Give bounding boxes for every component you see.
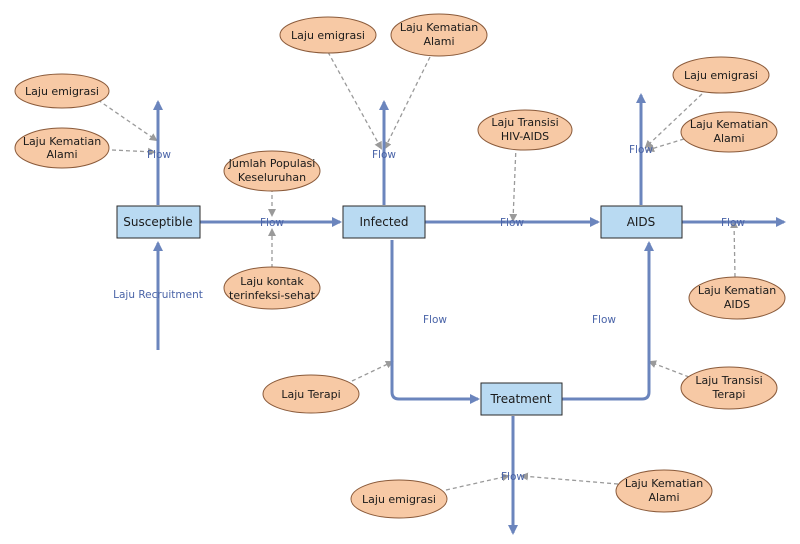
link-s-kematian [111,147,156,156]
svg-text:Laju Transisi: Laju Transisi [695,374,762,387]
svg-text:terinfeksi-sehat: terinfeksi-sehat [229,289,316,302]
svg-text:Alami: Alami [423,35,454,48]
svg-text:Alami: Alami [713,132,744,145]
svg-text:Laju emigrasi: Laju emigrasi [362,493,436,506]
aux-transisi-hiv[interactable]: Laju Transisi HIV-AIDS [477,109,573,151]
aux-terapi[interactable]: Laju Terapi [262,374,360,414]
svg-text:Laju Kematian: Laju Kematian [690,118,768,131]
flow-label-infected-out: Flow [372,149,396,161]
svg-text:Laju Kematian: Laju Kematian [23,135,101,148]
svg-text:Laju Transisi: Laju Transisi [491,116,558,129]
link-i-kematian [384,56,431,150]
flow-label-recruitment: Laju Recruitment [113,289,203,301]
flow-label-aids-out-up: Flow [629,144,653,156]
flow-treatment-aids [562,241,654,401]
aux-transisi-terapi[interactable]: Laju Transisi Terapi [680,366,778,410]
aux-a-kematian[interactable]: Laju Kematian Alami [680,111,778,153]
svg-text:HIV-AIDS: HIV-AIDS [501,130,549,143]
svg-text:Keseluruhan: Keseluruhan [238,171,306,184]
svg-text:Laju kontak: Laju kontak [240,275,304,288]
flow-label-aids-out-right: Flow [721,217,745,229]
svg-text:AIDS: AIDS [724,298,750,311]
svg-text:Alami: Alami [46,148,77,161]
flow-label-susceptible-out: Flow [147,149,171,161]
svg-text:Laju emigrasi: Laju emigrasi [684,69,758,82]
svg-text:Laju Terapi: Laju Terapi [281,388,340,401]
flow-infected-treatment [390,240,480,404]
link-s-emigrasi [97,99,158,142]
aux-i-emigrasi[interactable]: Laju emigrasi [279,16,377,54]
svg-text:Terapi: Terapi [712,388,746,401]
aux-populasi[interactable]: Jumlah Populasi Keseluruhan [223,150,321,192]
svg-text:Jumlah Populasi: Jumlah Populasi [228,157,316,170]
aux-i-kematian[interactable]: Laju Kematian Alami [390,13,488,57]
link-kematian-aids [730,220,739,278]
stock-infected[interactable]: Infected [342,205,426,239]
aux-kontak[interactable]: Laju kontak terinfeksi-sehat [223,266,321,310]
aux-a-emigrasi[interactable]: Laju emigrasi [672,56,770,94]
aux-t-kematian[interactable]: Laju Kematian Alami [615,469,713,513]
link-transisi-hiv [509,145,518,222]
svg-text:Susceptible: Susceptible [123,215,192,229]
svg-text:Infected: Infected [359,215,408,229]
link-t-emigrasi [445,473,510,491]
stock-susceptible[interactable]: Susceptible [116,205,201,239]
aux-t-emigrasi[interactable]: Laju emigrasi [350,479,448,519]
stock-aids[interactable]: AIDS [600,205,683,239]
aux-s-kematian[interactable]: Laju Kematian Alami [14,127,110,169]
link-i-emigrasi [327,51,382,150]
stock-treatment[interactable]: Treatment [480,382,563,416]
svg-text:Laju Kematian: Laju Kematian [698,284,776,297]
flow-label-susceptible-infected: Flow [260,217,284,229]
link-a-emigrasi [644,93,703,149]
flow-label-infected-treatment: Flow [423,314,447,326]
flow-label-infected-aids: Flow [500,217,524,229]
svg-text:Laju Kematian: Laju Kematian [625,477,703,490]
svg-text:Treatment: Treatment [489,392,551,406]
svg-text:AIDS: AIDS [627,215,656,229]
svg-text:Laju emigrasi: Laju emigrasi [25,85,99,98]
aux-s-emigrasi[interactable]: Laju emigrasi [14,73,110,109]
flow-label-treatment-aids: Flow [592,314,616,326]
svg-text:Laju Kematian: Laju Kematian [400,21,478,34]
link-t-kematian [520,472,619,485]
flow-label-treatment-out: Flow [501,471,525,483]
svg-text:Laju emigrasi: Laju emigrasi [291,29,365,42]
link-a-kematian [646,138,685,153]
link-terapi [351,360,394,382]
link-transisi-terapi [648,360,690,378]
svg-text:Alami: Alami [648,491,679,504]
aux-kematian-aids[interactable]: Laju Kematian AIDS [688,276,786,320]
